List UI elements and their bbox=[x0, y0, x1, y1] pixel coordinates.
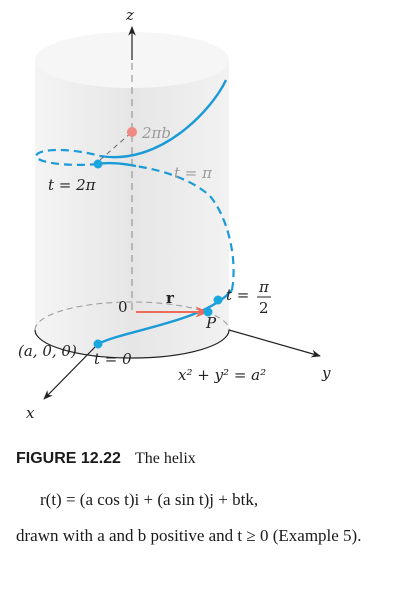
t-half-pi-fraction: π 2 bbox=[257, 278, 271, 317]
cylinder-base-back bbox=[34, 301, 230, 331]
r-vector-label: r bbox=[166, 289, 175, 307]
point-p-label: P bbox=[205, 314, 217, 332]
t-half-pi-numerator: π bbox=[258, 278, 270, 296]
helix-hidden-back bbox=[34, 148, 101, 166]
y-axis-label: y bbox=[321, 364, 331, 382]
caption-equation: r(t) = (a cos t)i + (a sin t)j + btk, bbox=[40, 490, 259, 509]
point-start bbox=[93, 339, 103, 349]
figure-caption: FIGURE 12.22 The helix r(t) = (a cos t)i … bbox=[16, 446, 386, 548]
point-t-2pi bbox=[93, 159, 103, 169]
x-axis bbox=[43, 343, 99, 400]
caption-heading: FIGURE 12.22 The helix bbox=[16, 446, 386, 472]
z-axis-label: z bbox=[125, 6, 134, 24]
caption-description: drawn with a and b positive and t ≥ 0 (E… bbox=[16, 526, 362, 545]
top-point-label: 2πb bbox=[141, 124, 171, 142]
start-point-label: (a, 0, 0) bbox=[18, 342, 77, 360]
t-zero-label: t = 0 bbox=[94, 350, 132, 368]
helix-figure: z y x 2πb t = 2π t = π t = π 2 0 r P (a,… bbox=[18, 6, 331, 422]
helix-hidden-rise bbox=[135, 164, 235, 291]
t-half-pi-label: t = bbox=[226, 286, 249, 304]
top-point bbox=[127, 127, 137, 137]
t-half-pi-denominator: 2 bbox=[259, 299, 269, 317]
x-axis-label: x bbox=[26, 404, 35, 422]
origin-label: 0 bbox=[118, 298, 128, 316]
point-p bbox=[203, 307, 213, 317]
t-2pi-label: t = 2π bbox=[48, 176, 97, 194]
t-pi-label: t = π bbox=[174, 164, 213, 182]
guide-to-top bbox=[99, 131, 133, 161]
y-axis bbox=[228, 329, 321, 358]
helix-front-top bbox=[99, 79, 228, 159]
figure-title: The helix bbox=[134, 450, 196, 467]
base-equation-label: x² + y² = a² bbox=[178, 366, 266, 384]
point-t-half-pi bbox=[213, 295, 223, 305]
figure-label: FIGURE 12.22 bbox=[16, 450, 121, 467]
cylinder-base-front bbox=[34, 329, 230, 359]
